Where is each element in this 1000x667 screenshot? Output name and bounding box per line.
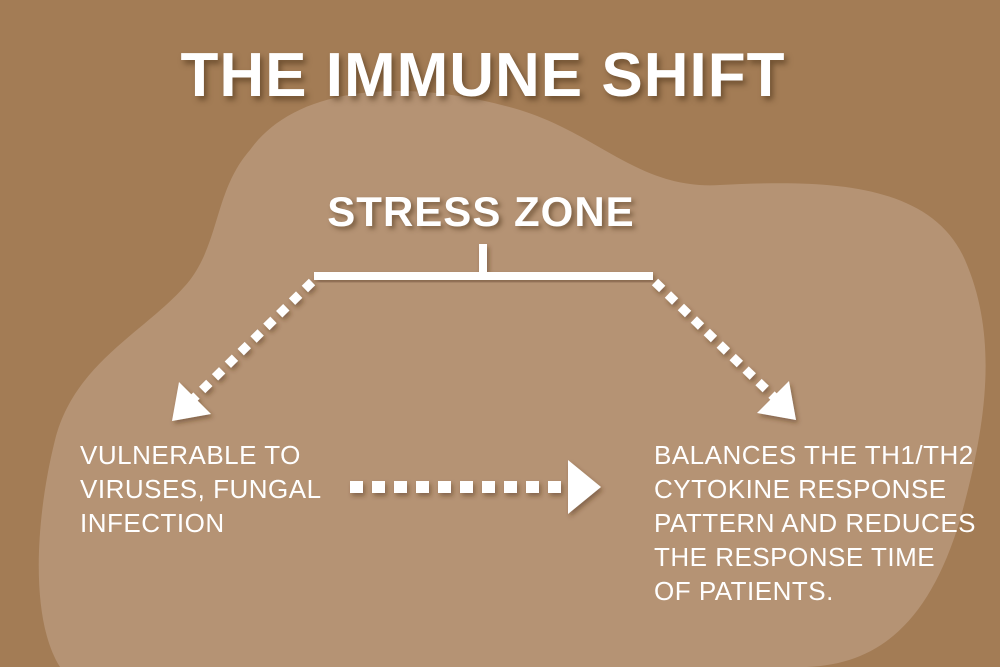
right-outcome-text: BALANCES THE TH1/TH2 CYTOKINE RESPONSE P… — [654, 438, 984, 608]
bracket — [314, 244, 653, 280]
left-text-line: VIRUSES, FUNGAL — [80, 474, 322, 504]
arrow-horizontal — [350, 460, 601, 514]
right-text-line: BALANCES THE TH1/TH2 — [654, 440, 974, 470]
arrow-right-dotted-shaft — [651, 278, 778, 401]
right-text-line: OF PATIENTS. — [654, 576, 834, 606]
arrow-left-head — [172, 382, 211, 421]
arrow-to-right — [651, 278, 796, 420]
left-text-line: VULNERABLE TO — [80, 440, 301, 470]
arrow-to-left — [172, 278, 316, 421]
arrow-left-dotted-shaft — [190, 278, 316, 402]
page-title: THE IMMUNE SHIFT — [180, 41, 786, 110]
arrow-horizontal-head — [568, 460, 601, 514]
background-blob — [38, 90, 986, 667]
arrow-right-head — [757, 381, 796, 420]
stress-zone-label: STRESS ZONE — [327, 188, 635, 235]
right-text-line: PATTERN AND REDUCES — [654, 508, 977, 538]
right-text-line: CYTOKINE RESPONSE — [654, 474, 947, 504]
left-outcome-text: VULNERABLE TO VIRUSES, FUNGAL INFECTION — [80, 438, 340, 540]
right-text-line: THE RESPONSE TIME — [654, 542, 936, 572]
left-text-line: INFECTION — [80, 508, 225, 538]
